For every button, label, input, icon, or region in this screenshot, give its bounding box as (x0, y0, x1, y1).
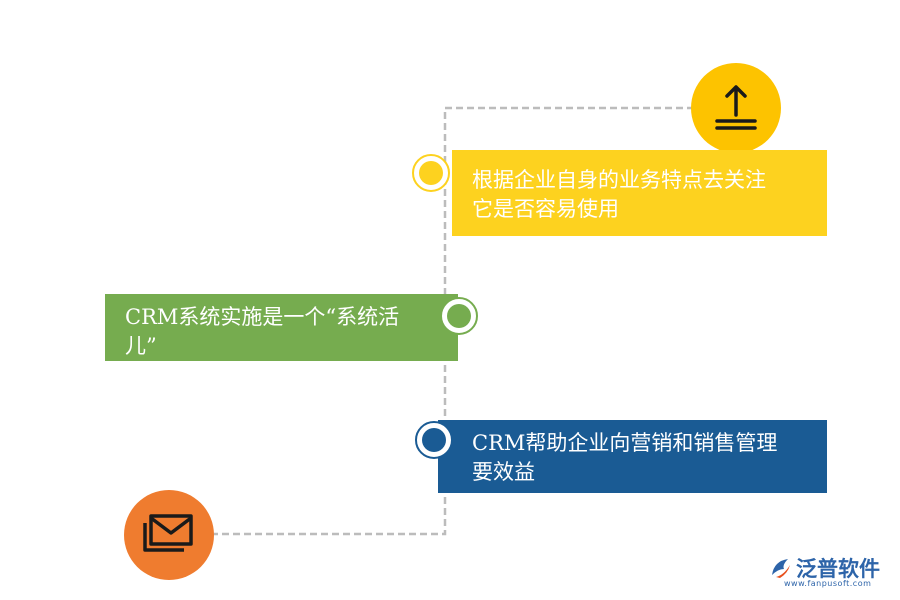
item-1-box: 根据企业自身的业务特点去关注 它是否容易使用 (452, 150, 827, 236)
brand-name: 泛普软件 (796, 557, 880, 581)
upload-icon-circle (691, 63, 781, 153)
item-1-marker-dot (419, 161, 443, 185)
item-3-line2: 要效益 (472, 460, 535, 484)
brand-logo-icon (772, 559, 790, 578)
item-2-line1: CRM系统实施是一个“系统活 (125, 305, 400, 329)
brand-logo: 泛普软件 www.fanpusoft.com (768, 553, 893, 593)
item-1-line1: 根据企业自身的业务特点去关注 (472, 168, 766, 192)
item-1-marker (412, 154, 450, 192)
item-1-line2: 它是否容易使用 (472, 197, 619, 221)
item-3-marker (415, 421, 453, 459)
item-2-marker (440, 297, 478, 335)
mail-icon-circle (124, 490, 214, 580)
item-2-line2: 儿” (125, 334, 157, 358)
item-3-marker-dot (422, 428, 446, 452)
item-3-line1: CRM帮助企业向营销和销售管理 (472, 431, 778, 455)
item-3-box: CRM帮助企业向营销和销售管理 要效益 (438, 420, 827, 493)
mail-icon (143, 514, 193, 552)
item-2-marker-dot (447, 304, 471, 328)
upload-icon (715, 85, 757, 130)
brand-url: www.fanpusoft.com (784, 579, 872, 588)
item-2-box: CRM系统实施是一个“系统活 儿” (105, 294, 458, 361)
